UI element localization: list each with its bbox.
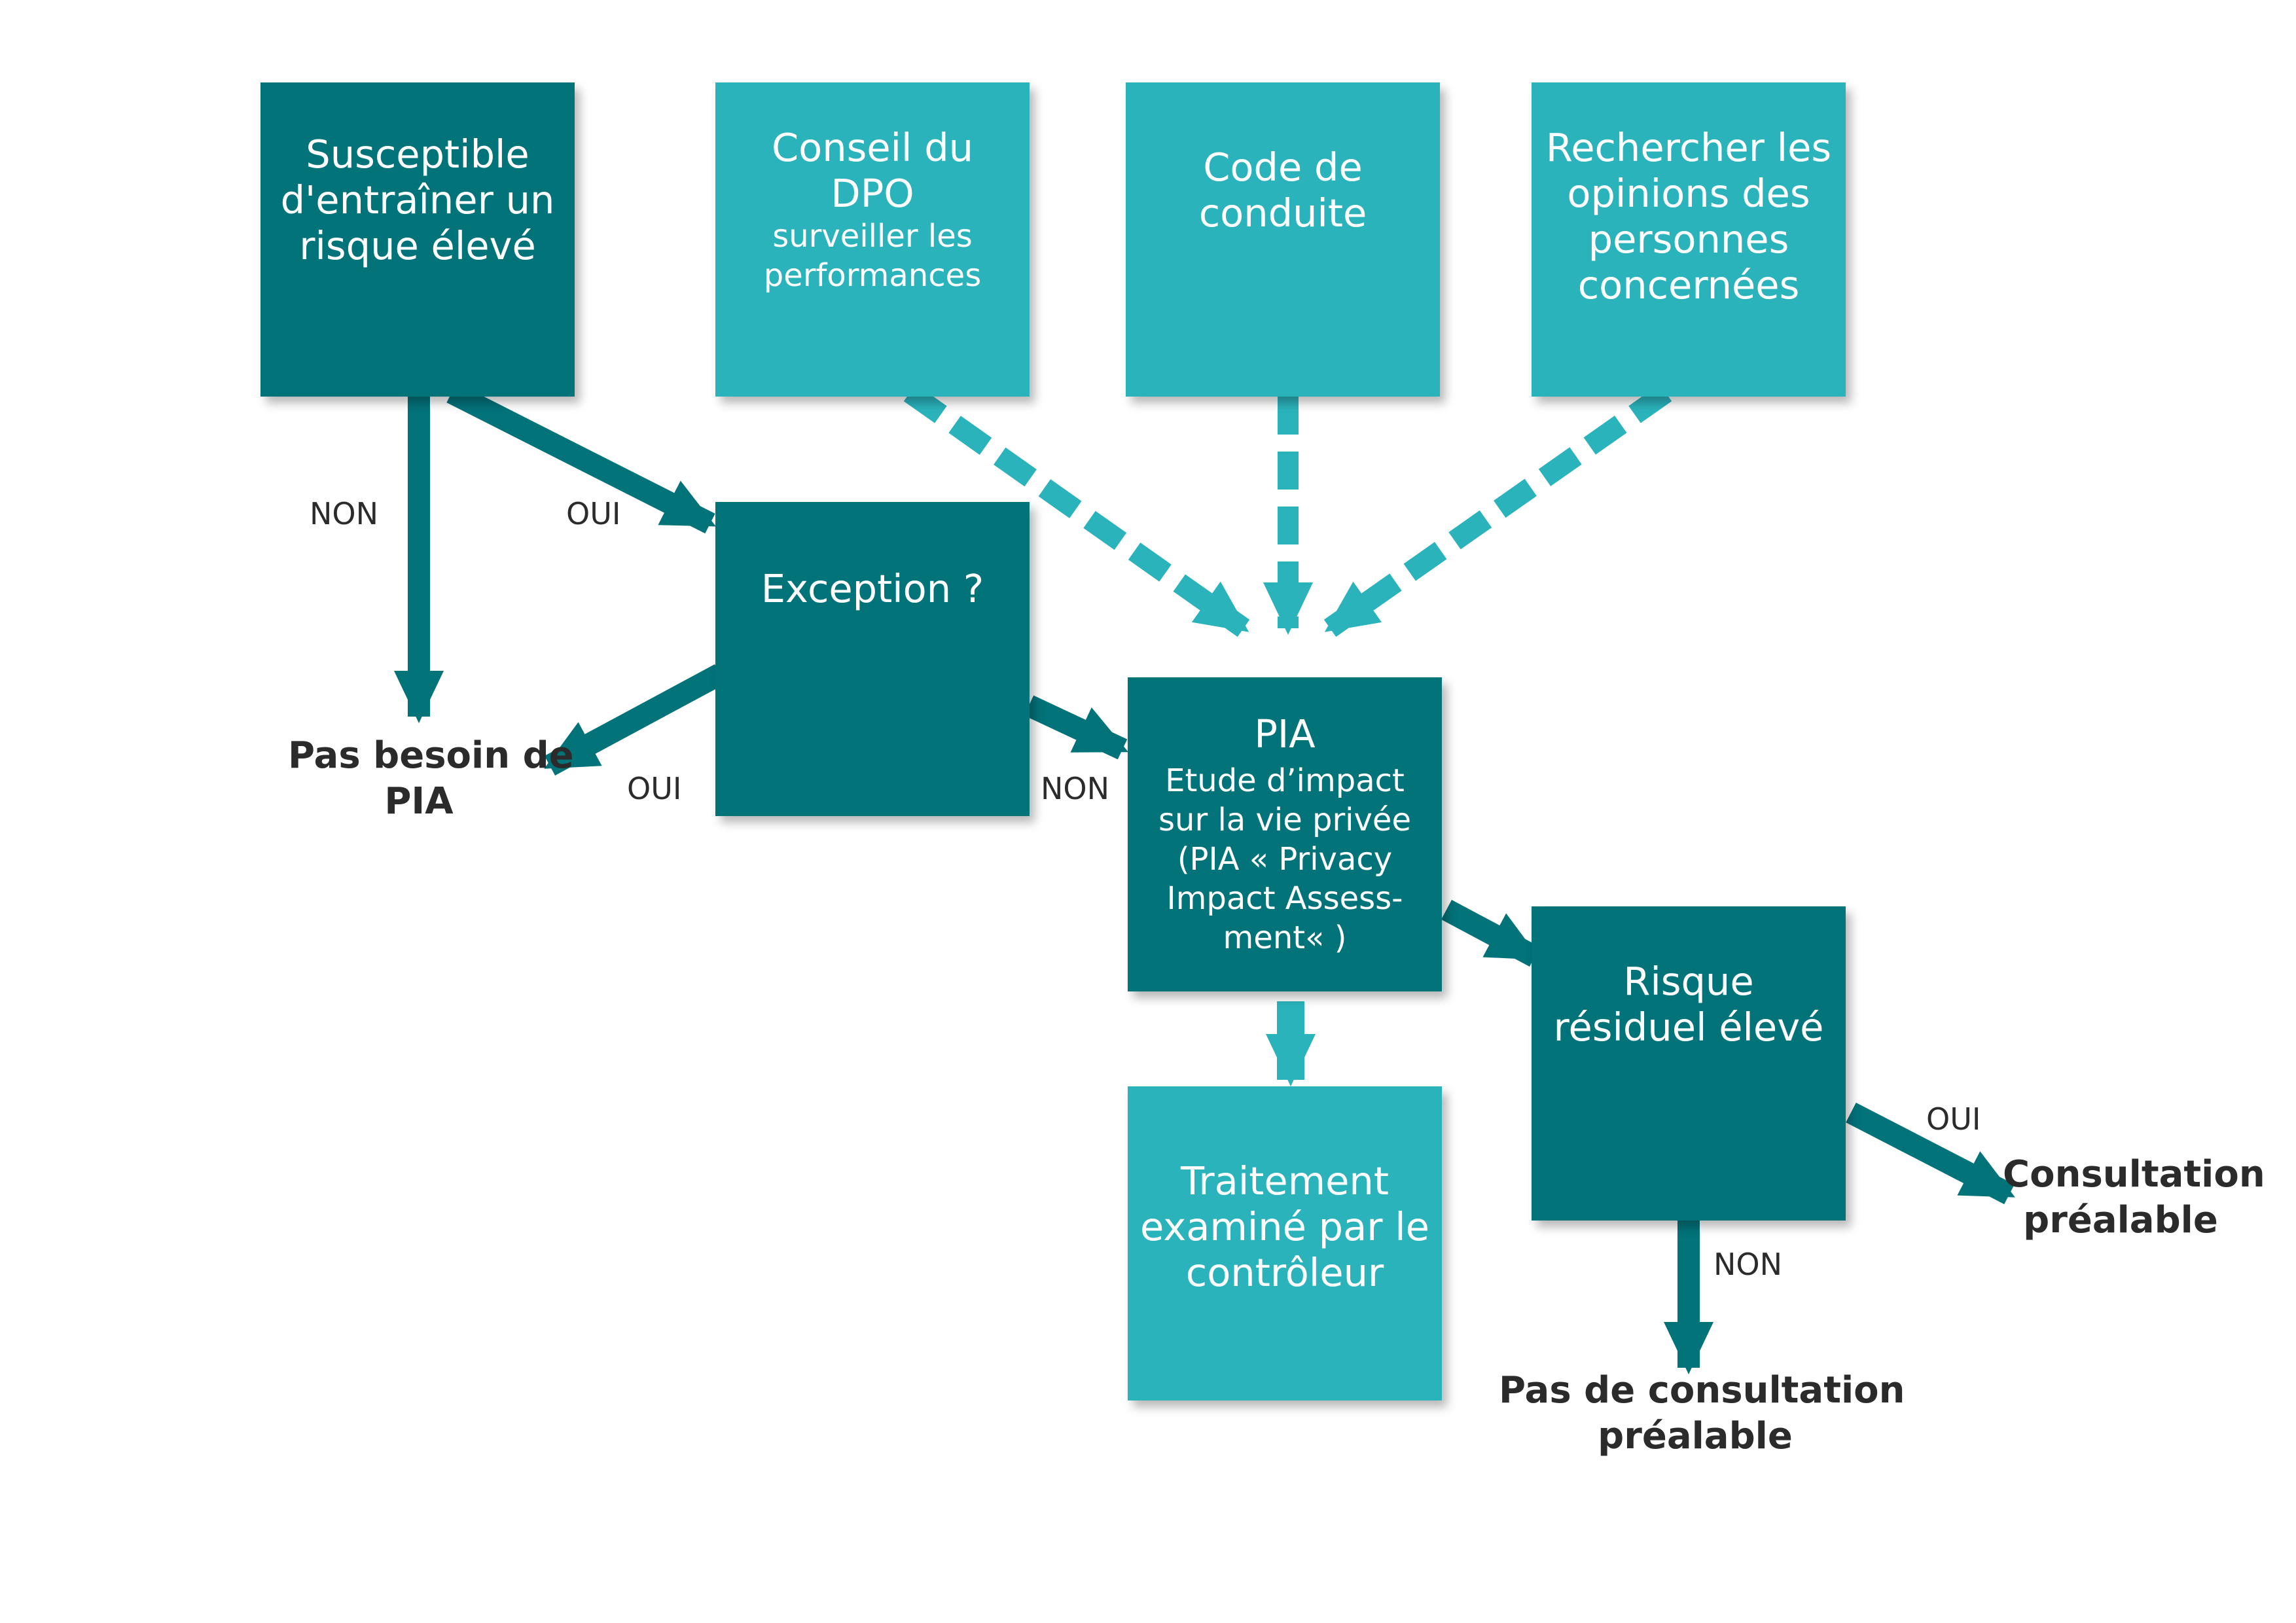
arrow-exception-non	[1024, 695, 1129, 760]
label-exception-non: NON	[1041, 771, 1110, 806]
box-high-risk-line-2: d'entraîner un	[280, 177, 555, 223]
label-risk-oui: OUI	[566, 496, 621, 531]
box-pia-sub-line-4: Impact Assess-	[1166, 880, 1403, 917]
box-pia-sub-line-2: sur la vie privée	[1158, 802, 1411, 838]
box-high-risk-line-3: risque élevé	[299, 223, 536, 268]
label-risk-non: NON	[310, 496, 379, 531]
arrow-risk-oui	[446, 382, 716, 534]
box-opinions-line-2: opinions des	[1567, 171, 1810, 216]
label-residual-non: NON	[1713, 1247, 1783, 1282]
box-dpo-title-line-2: DPO	[831, 171, 914, 216]
box-opinions-line-4: concernées	[1577, 262, 1800, 308]
box-pia-sub-line-1: Etude d’impact	[1165, 762, 1405, 799]
box-treatment-line-1: Traitement	[1181, 1158, 1389, 1204]
outcome-prior-consultation: Consultation préalable	[2003, 1152, 2265, 1243]
box-dpo-sub-line-1: surveiller les	[772, 218, 973, 255]
outcome-no-prior-consultation: Pas de consultation préalable	[1499, 1368, 1905, 1459]
box-dpo-sub-line-2: performances	[763, 257, 982, 294]
arrow-pia-residual	[1441, 900, 1541, 967]
box-code-of-conduct: Code de conduite	[1126, 82, 1440, 397]
box-treatment-review: Traitement examiné par le contrôleur	[1128, 1086, 1442, 1400]
box-opinions-line-3: personnes	[1588, 217, 1789, 262]
box-pia-title: PIA	[1254, 711, 1316, 757]
outcome-no-consultation-line-1: Pas de consultation	[1499, 1369, 1905, 1412]
box-treatment-line-2: examiné par le	[1140, 1204, 1429, 1249]
arrow-residual-oui	[1846, 1102, 2015, 1205]
box-code-line-1: Code de	[1203, 145, 1363, 190]
outcome-consultation-line-2: préalable	[2023, 1199, 2218, 1241]
outcome-no-pia-line-2: PIA	[384, 780, 454, 823]
box-pia-sub-line-3: (PIA « Privacy	[1177, 841, 1393, 878]
label-exception-oui: OUI	[627, 771, 682, 806]
box-dpo-title-line-1: Conseil du	[771, 125, 974, 170]
box-residual-risk: Risque résiduel élevé	[1532, 906, 1846, 1221]
box-treatment-line-3: contrôleur	[1185, 1250, 1384, 1295]
label-residual-oui: OUI	[1926, 1101, 1981, 1137]
box-pia: PIA Etude d’impact sur la vie privée (PI…	[1128, 677, 1442, 991]
box-residual-line-1: Risque	[1623, 959, 1754, 1004]
box-dpo-advice: Conseil du DPO surveiller les performanc…	[715, 82, 1030, 397]
box-code-line-2: conduite	[1198, 190, 1367, 236]
arrow-exception-oui	[544, 664, 726, 776]
box-opinions-line-1: Rechercher les	[1545, 125, 1832, 170]
box-exception: Exception ?	[715, 502, 1030, 816]
box-exception-line-1: Exception ?	[761, 565, 984, 611]
box-pia-sub-line-5: ment« )	[1223, 919, 1347, 956]
box-residual-line-2: résiduel élevé	[1553, 1005, 1824, 1050]
outcome-no-consultation-line-2: préalable	[1598, 1415, 1793, 1457]
box-high-risk-line-1: Susceptible	[306, 132, 529, 177]
arrow-opinions-pia	[1323, 383, 1672, 637]
outcome-no-pia: Pas besoin de PIA	[288, 733, 574, 825]
arrow-dpo-pia	[903, 383, 1250, 637]
outcome-no-pia-line-1: Pas besoin de	[288, 734, 574, 777]
box-high-risk: Susceptible d'entraîner un risque élevé	[260, 82, 575, 397]
box-seek-opinions: Rechercher les opinions des personnes co…	[1532, 82, 1846, 397]
outcome-consultation-line-1: Consultation	[2003, 1153, 2265, 1196]
